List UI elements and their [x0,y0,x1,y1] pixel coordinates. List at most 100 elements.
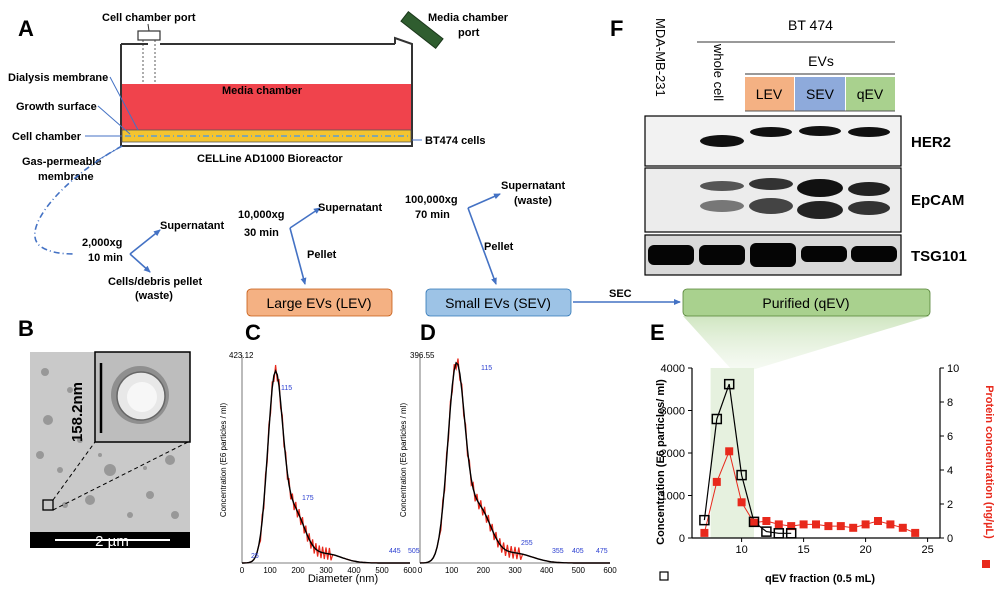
supernatant2-label: Supernatant [318,202,383,214]
x-tick-label: 300 [508,566,522,575]
nta-d-peak-475: 475 [596,548,608,555]
sev-lane-label: SEV [806,86,835,102]
x-tick-label: 15 [797,544,809,556]
x-tick-label: 400 [540,566,554,575]
gas-permeable-label-1: Gas-permeable [22,156,101,168]
x-tick-label: 0 [418,566,423,575]
concentration-point [711,413,723,425]
x-tick-label: 200 [477,566,491,575]
y2-tick-label: 2 [947,499,953,511]
panel-label-a: A [18,16,34,41]
panel-label-f: F [610,16,623,41]
chart-xlabel: qEV fraction (0.5 mL) [765,573,875,585]
nta-c-ylabel: Concentration (E6 particles / ml) [219,403,228,518]
tem-image [30,351,191,548]
concentration-point [773,528,785,539]
qev-box-label: Purified (qEV) [762,295,849,311]
y-tick-label: 2000 [661,448,685,460]
media-chamber-port-icon [400,11,444,49]
protein-point [737,498,746,507]
nta-c-plot [241,355,410,564]
x-tick-label: 0 [240,566,245,575]
lev-box: Large EVs (LEV) [246,288,393,317]
protein-point [898,523,907,532]
growth-surface-label: Growth surface [16,101,97,113]
y2-tick-label: 0 [947,533,953,545]
ev-lane-headers [745,77,895,112]
protein-point [700,528,709,537]
nta-d-ylabel: Concentration (E6 particles / ml) [399,403,408,518]
gas-permeable-label-2: membrane [38,171,94,183]
x-tick-label: 500 [572,566,586,575]
nta-c-peak-175: 175 [302,495,314,502]
media-chamber-port-label-1: Media chamber [428,12,509,24]
chart-y2label: Protein concentration (ng/µL) [983,385,995,539]
qev-highlight-wedge [683,316,930,370]
protein-point [774,520,783,529]
bioreactor-diagram [120,11,444,147]
cell-chamber-port-icon [137,30,161,41]
supernatant3-label-2: (waste) [514,195,552,207]
lev-lane-label: LEV [756,86,783,102]
y-tick-label: 1000 [661,491,685,503]
x-tick-label: 400 [347,566,361,575]
nta-c-peak-505: 505 [408,548,420,555]
protein-point [725,447,734,456]
pellet3-label: Pellet [484,241,514,253]
western-blot [644,115,902,276]
sev-box: Small EVs (SEV) [425,288,572,317]
media-chamber-label: Media chamber [222,85,303,97]
sec-label: SEC [609,288,632,300]
protein-point [799,520,808,529]
pellet1-label-2: (waste) [135,290,173,302]
x-tick-label: 20 [859,544,871,556]
concentration-point [699,514,710,526]
protein-point [812,520,820,529]
nta-d-peak-255: 255 [521,540,533,547]
nta-c-ymax: 423.12 [229,351,254,360]
panel-label-d: D [420,320,436,345]
protein-point [750,518,758,527]
step3-speed: 100,000xg [405,194,458,206]
pellet1-label-1: Cells/debris pellet [108,276,202,288]
evs-header: EVs [808,53,834,69]
y2-tick-label: 6 [947,431,953,443]
y2-tick-label: 10 [947,363,959,375]
protein-point [836,522,845,531]
y-tick-label: 0 [679,533,685,545]
protein-point [886,520,895,529]
tem-scale-label: 2 µm [95,533,129,550]
supernatant3-label-1: Supernatant [501,180,566,192]
concentration-point [723,378,735,390]
x-tick-label: 500 [375,566,389,575]
her2-label: HER2 [911,134,951,151]
nta-d-peak-405: 405 [572,548,584,555]
step2-time: 30 min [244,227,279,239]
y2-tick-label: 8 [947,397,953,409]
y2-tick-label: 4 [947,465,953,477]
protein-point [787,522,796,531]
nta-d-peak-355: 355 [552,548,564,555]
y-tick-label: 4000 [661,363,685,375]
epcam-label: EpCAM [911,192,964,209]
protein-point [762,517,771,525]
cell-chamber-port-label: Cell chamber port [102,12,196,24]
protein-point [861,520,870,529]
qev-lane-label: qEV [857,86,884,102]
media-chamber-fill [122,84,411,130]
x-tick-label: 100 [445,566,459,575]
mda-lane-label: MDA-MB-231 [653,18,668,97]
step1-speed: 2,000xg [82,237,122,249]
x-tick-label: 200 [291,566,305,575]
step3-time: 70 min [415,209,450,221]
x-tick-label: 100 [263,566,277,575]
pellet2-label: Pellet [307,249,337,261]
nta-c-peak-115: 115 [281,385,292,392]
panel-label-b: B [18,316,34,341]
workflow-arrows [34,145,681,305]
x-tick-label: 25 [921,544,933,556]
